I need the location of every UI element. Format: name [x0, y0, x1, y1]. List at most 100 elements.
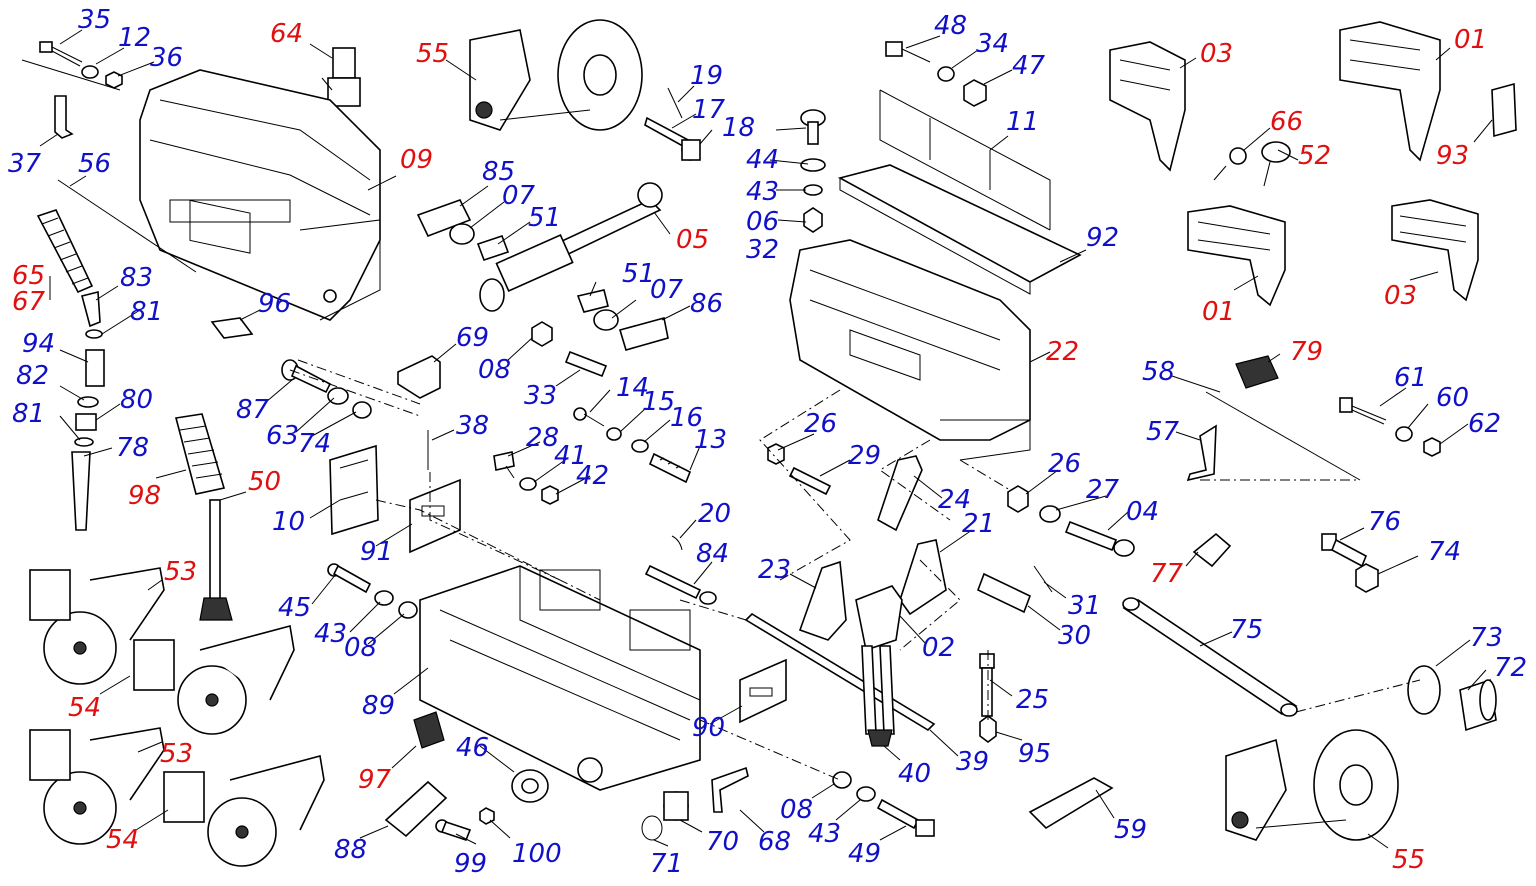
callout-14: 14 [616, 373, 649, 403]
callout-98: 98 [128, 481, 161, 511]
callout-40: 40 [898, 759, 931, 789]
part-row-unit-01a [1339, 21, 1441, 162]
part-washer-15 [606, 427, 622, 441]
part-bolt-99 [435, 819, 472, 841]
callout-53-top: 53 [164, 557, 197, 587]
callout-49: 49 [848, 839, 881, 869]
callout-30: 30 [1058, 621, 1091, 651]
callout-87: 87 [236, 395, 270, 425]
part-washer-06 [803, 184, 823, 196]
part-nut-08c [832, 771, 852, 789]
part-nut-08a [531, 321, 553, 347]
callout-59: 59 [1114, 815, 1147, 845]
callout-45: 45 [278, 593, 311, 623]
part-cap-72 [1459, 678, 1497, 732]
callout-labels: 35 12 36 37 64 55 09 56 19 17 18 48 34 4… [8, 5, 1527, 879]
part-axle-05 [479, 182, 663, 312]
part-washer-16 [631, 439, 649, 453]
part-nut-74b [1355, 563, 1379, 593]
part-gauge-wheel-55a [469, 19, 643, 131]
callout-27: 27 [1086, 475, 1120, 505]
part-bracket-59 [1028, 777, 1114, 830]
callout-34: 34 [976, 29, 1009, 59]
callout-88: 88 [334, 835, 367, 865]
callout-11: 11 [1006, 107, 1039, 137]
part-tube-30 [976, 572, 1032, 614]
part-main-frame-89 [419, 565, 701, 791]
callout-69: 69 [456, 323, 489, 353]
part-pivot-40 [861, 645, 895, 747]
callout-17: 17 [692, 95, 726, 125]
callout-81-top: 81 [130, 297, 163, 327]
callout-68: 68 [758, 827, 791, 857]
part-clamp-79 [1235, 355, 1279, 389]
part-bolt-28 [493, 451, 515, 479]
part-row-unit-53b [29, 727, 165, 845]
part-plate-93 [1491, 82, 1517, 138]
callout-62: 62 [1468, 409, 1501, 439]
callout-24: 24 [938, 485, 971, 515]
callout-83: 83 [120, 263, 153, 293]
part-nut-74a [352, 401, 372, 419]
part-fitting-64 [321, 47, 361, 107]
part-clip-96 [210, 317, 254, 339]
callout-74-left: 74 [298, 429, 331, 459]
callout-85: 85 [482, 157, 515, 187]
part-nut-32 [803, 207, 823, 233]
callout-63: 63 [266, 421, 299, 451]
callout-37: 37 [8, 149, 42, 179]
part-frame-10 [329, 444, 379, 536]
callout-77: 77 [1150, 559, 1184, 589]
callout-01-mid: 01 [1202, 297, 1235, 327]
callout-04: 04 [1126, 497, 1159, 527]
part-gauge-wheel-55b [1225, 729, 1399, 841]
part-bracket-69 [397, 355, 441, 399]
part-nut-26b [1007, 485, 1029, 513]
callout-03-mid: 03 [1384, 281, 1417, 311]
part-bracket-37 [54, 95, 74, 139]
callout-42: 42 [576, 461, 609, 491]
callout-18: 18 [722, 113, 755, 143]
part-hub-97 [413, 711, 445, 749]
callout-48: 48 [934, 11, 967, 41]
callout-91: 91 [360, 537, 393, 567]
callout-65: 65 [12, 261, 45, 291]
callout-07-mid: 07 [650, 275, 684, 305]
callout-96: 96 [258, 289, 291, 319]
part-bearing-07a [449, 223, 475, 245]
part-bar-56 [57, 179, 197, 273]
callout-80: 80 [120, 385, 153, 415]
callout-43-mid: 43 [314, 619, 347, 649]
part-bearing-07b [593, 309, 619, 331]
callout-66: 66 [1270, 107, 1303, 137]
callout-89: 89 [362, 691, 395, 721]
callout-90: 90 [692, 713, 725, 743]
part-washer-12 [81, 65, 99, 79]
callout-08-mid: 08 [344, 633, 377, 663]
callout-06: 06 [746, 207, 779, 237]
part-pin-31 [1033, 565, 1053, 593]
callout-02: 02 [922, 633, 955, 663]
callout-08-bottom: 08 [780, 795, 813, 825]
part-bar-58 [1205, 391, 1361, 481]
part-row-unit-01b [1187, 205, 1286, 307]
part-bolt-45 [327, 563, 372, 594]
callout-79: 79 [1290, 337, 1323, 367]
callout-100: 100 [512, 839, 562, 869]
part-washer-41 [519, 477, 537, 491]
callout-50: 50 [248, 467, 281, 497]
callout-15: 15 [642, 387, 675, 417]
callout-43-top: 43 [746, 177, 779, 207]
part-nut-42 [541, 485, 559, 505]
callout-39: 39 [956, 747, 989, 777]
part-bolt-14 [573, 407, 605, 427]
callout-41: 41 [554, 441, 587, 471]
part-bracket-85 [416, 199, 472, 238]
part-plate-91 [409, 478, 461, 554]
part-washer-43a [800, 158, 826, 172]
part-bolt-49 [876, 798, 935, 837]
callout-55-top: 55 [416, 39, 449, 69]
part-bracket-57 [1186, 424, 1217, 482]
callout-81-mid: 81 [12, 399, 45, 429]
